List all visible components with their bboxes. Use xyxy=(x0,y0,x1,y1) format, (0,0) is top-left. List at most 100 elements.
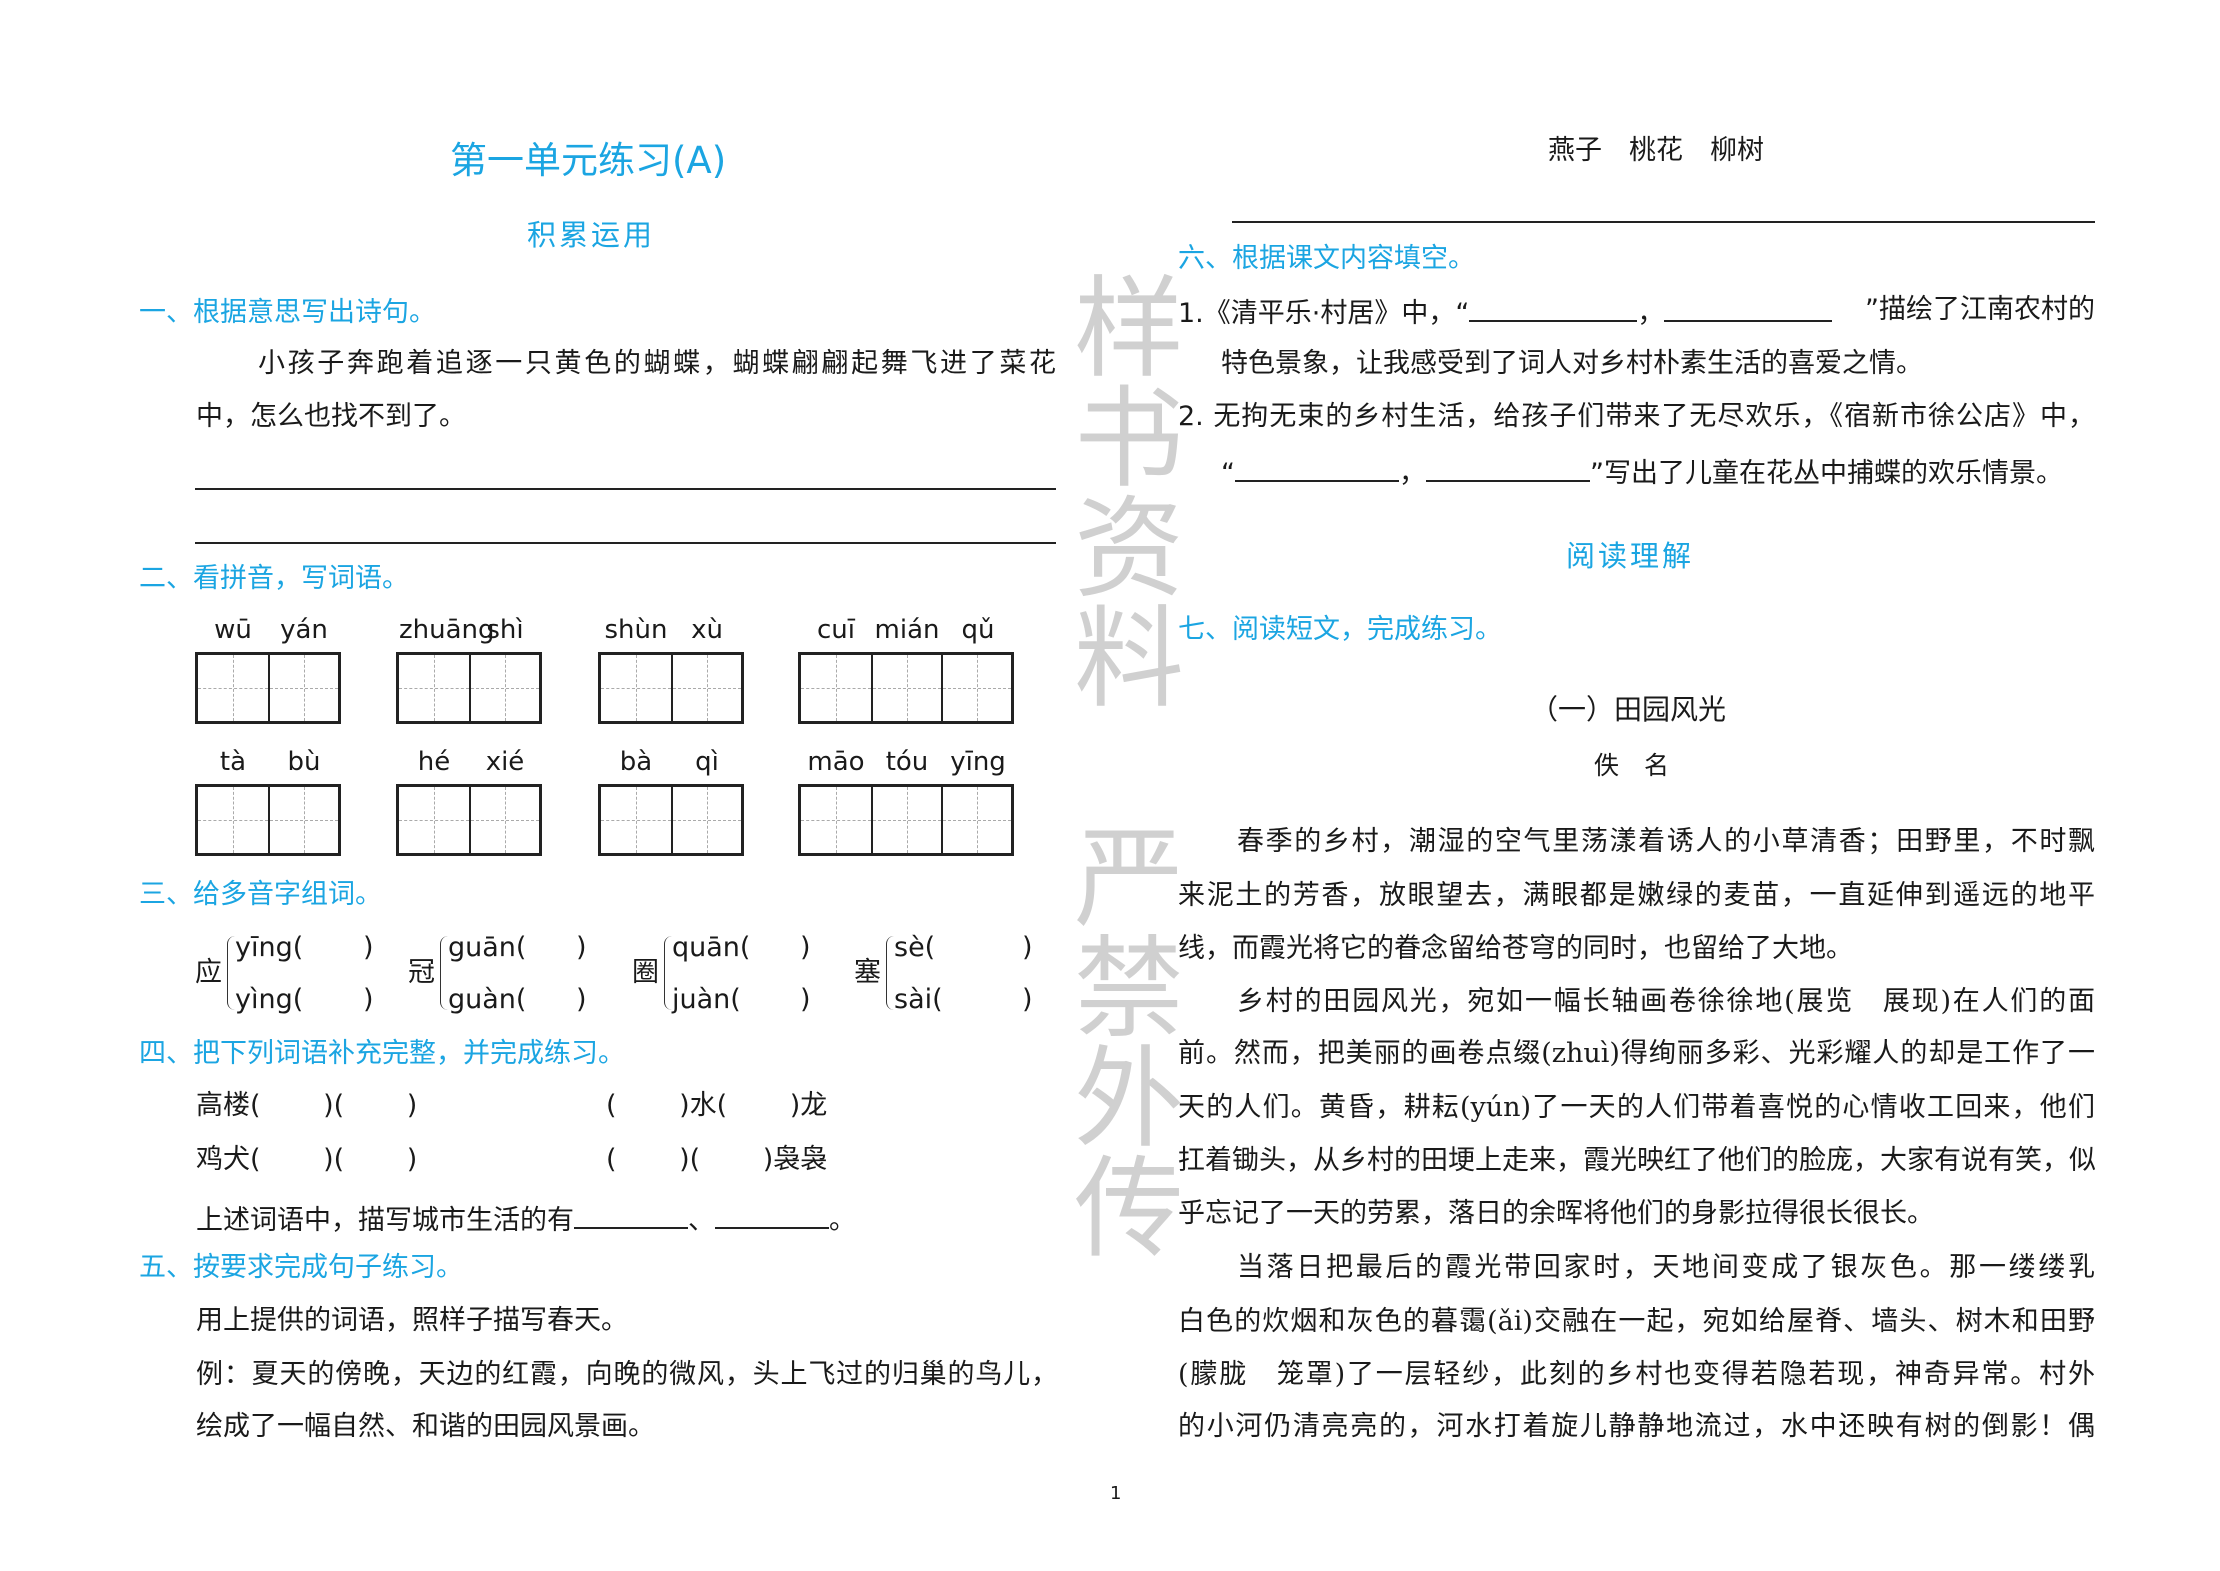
question-5-instruction: 用上提供的词语，照样子描写春天。 xyxy=(196,1305,628,1336)
close-paren: ) xyxy=(363,984,374,1015)
separator: 、 xyxy=(688,1205,715,1236)
question-6-item-1-cont: 特色景象，让我感受到了词人对乡村朴素生活的喜爱之情。 xyxy=(1221,348,1923,379)
question-4-fill: 上述词语中，描写城市生活的有 、 。 xyxy=(196,1197,856,1241)
character-box[interactable] xyxy=(801,655,871,721)
passage-line: 天的人们。黄昏，耕耘(yún)了一天的人们带着喜悦的心情收工回来，他们 xyxy=(1178,1092,2095,1123)
character-box[interactable] xyxy=(941,787,1011,853)
passage-line: 当落日把最后的霞光带回家时，天地间变成了银灰色。那一缕缕乳 xyxy=(1237,1252,2095,1283)
answer-blank[interactable] xyxy=(1664,290,1833,322)
pinyin-label: mián xyxy=(874,615,940,645)
pinyin-label: xié xyxy=(485,747,525,777)
character-box[interactable] xyxy=(601,655,671,721)
question-6-item-1: 1.《清平乐·村居》中，“，”描绘了江南农村的 xyxy=(1178,290,2095,334)
character-box[interactable] xyxy=(268,655,338,721)
close-paren: ) xyxy=(800,932,811,963)
pinyin-label: qì xyxy=(695,747,719,777)
passage-line: (朦胧 笼罩)了一层轻纱，此刻的乡村也变得若隐若现，神奇异常。村外 xyxy=(1178,1359,2095,1390)
pinyin-label: shùn xyxy=(604,615,668,645)
character-box-group[interactable] xyxy=(798,784,1014,856)
pinyin-label: māo xyxy=(807,747,865,777)
character-box[interactable] xyxy=(198,787,268,853)
question-6-heading: 六、根据课文内容填空。 xyxy=(1178,243,1475,274)
brace-icon xyxy=(664,936,673,1010)
passage-line: 乡村的田园风光，宛如一幅长轴画卷徐徐地(展览 展现)在人们的面 xyxy=(1237,986,2095,1017)
character-box-group[interactable] xyxy=(598,652,744,724)
question-4-prompt: 上述词语中，描写城市生活的有 xyxy=(196,1205,574,1236)
passage-line: 乎忘记了一天的劳累，落日的余晖将他们的身影拉得很长很长。 xyxy=(1178,1198,1934,1229)
section-title-reading: 阅读理解 xyxy=(1566,539,1695,573)
pinyin-reading[interactable]: guàn( xyxy=(448,984,527,1015)
passage-line: 春季的乡村，潮湿的空气里荡漾着诱人的小草清香；田野里，不时飘 xyxy=(1237,826,2095,857)
character-box[interactable] xyxy=(801,787,871,853)
idiom-blank[interactable]: 鸡犬( )( ) xyxy=(196,1144,418,1175)
character-box-group[interactable] xyxy=(195,652,341,724)
pinyin-reading[interactable]: guān( xyxy=(448,932,527,963)
pinyin-reading[interactable]: sài( xyxy=(894,984,943,1015)
answer-blank[interactable] xyxy=(1469,290,1638,322)
idiom-blank[interactable]: ( )( )袅袅 xyxy=(606,1144,828,1175)
pinyin-label: hé xyxy=(417,747,451,777)
character-box[interactable] xyxy=(871,655,941,721)
character-box-group[interactable] xyxy=(798,652,1014,724)
passage-line: 白色的炊烟和灰色的暮霭(ǎi)交融在一起，宛如给屋脊、墙头、树木和田野 xyxy=(1178,1306,2095,1337)
period: 。 xyxy=(829,1205,856,1236)
character-box[interactable] xyxy=(469,655,539,721)
character-box[interactable] xyxy=(671,655,741,721)
comma: ， xyxy=(1399,458,1426,489)
close-paren: ) xyxy=(800,984,811,1015)
polyphonic-character: 塞 xyxy=(854,957,881,988)
brace-icon xyxy=(227,936,236,1010)
answer-blank[interactable] xyxy=(715,1197,829,1229)
answer-blank[interactable] xyxy=(1235,450,1399,482)
polyphonic-character: 冠 xyxy=(408,957,435,988)
close-paren: ) xyxy=(1022,932,1033,963)
character-box[interactable] xyxy=(469,787,539,853)
pinyin-reading[interactable]: yīng( xyxy=(235,932,304,963)
answer-line[interactable] xyxy=(1232,221,2095,223)
pinyin-label: xù xyxy=(691,615,723,645)
question-1-text: 中，怎么也找不到了。 xyxy=(196,401,466,432)
pinyin-reading[interactable]: sè( xyxy=(894,932,936,963)
pinyin-label: qǔ xyxy=(961,615,995,645)
pinyin-reading[interactable]: yìng( xyxy=(235,984,304,1015)
question-3-heading: 三、给多音字组词。 xyxy=(139,879,382,910)
character-box[interactable] xyxy=(671,787,741,853)
pinyin-reading[interactable]: quān( xyxy=(672,932,751,963)
close-paren: ) xyxy=(363,932,374,963)
character-box-group[interactable] xyxy=(598,784,744,856)
character-box[interactable] xyxy=(399,787,469,853)
question-6-item-2: 2. 无拘无束的乡村生活，给孩子们带来了无尽欢乐，《宿新市徐公店》中， xyxy=(1178,401,2095,432)
question-5-heading: 五、按要求完成句子练习。 xyxy=(139,1252,463,1283)
q6-2-text: ”写出了儿童在花丛中捕蝶的欢乐情景。 xyxy=(1590,458,2063,489)
q6-1-text: ”描绘了江南农村的 xyxy=(1865,294,2095,325)
pinyin-label: bà xyxy=(619,747,653,777)
pinyin-reading[interactable]: juàn( xyxy=(672,984,741,1015)
pinyin-label: bù xyxy=(287,747,321,777)
idiom-blank[interactable]: 高楼( )( ) xyxy=(196,1090,418,1121)
character-box-group[interactable] xyxy=(396,784,542,856)
character-box[interactable] xyxy=(268,787,338,853)
character-box-group[interactable] xyxy=(396,652,542,724)
answer-blank[interactable] xyxy=(574,1197,688,1229)
page-number: 1 xyxy=(1110,1483,1122,1504)
character-box-group[interactable] xyxy=(195,784,341,856)
pinyin-label: tà xyxy=(219,747,247,777)
character-box[interactable] xyxy=(941,655,1011,721)
answer-line[interactable] xyxy=(195,488,1056,490)
character-box[interactable] xyxy=(871,787,941,853)
question-7-heading: 七、阅读短文，完成练习。 xyxy=(1178,614,1502,645)
idiom-blank[interactable]: ( )水( )龙 xyxy=(606,1090,828,1121)
question-5-example: 例：夏天的傍晚，天边的红霞，向晚的微风，头上飞过的归巢的鸟儿， xyxy=(196,1359,1058,1390)
character-box[interactable] xyxy=(198,655,268,721)
answer-blank[interactable] xyxy=(1426,450,1590,482)
passage-line: 的小河仍清亮亮的，河水打着旋儿静静地流过，水中还映有树的倒影！偶 xyxy=(1178,1411,2095,1442)
provided-words: 燕子 桃花 柳树 xyxy=(1548,135,1764,166)
answer-line[interactable] xyxy=(195,542,1056,544)
polyphonic-character: 应 xyxy=(195,957,222,988)
question-1-heading: 一、根据意思写出诗句。 xyxy=(139,297,436,328)
character-box[interactable] xyxy=(601,787,671,853)
close-paren: ) xyxy=(576,932,587,963)
pinyin-label: zhuāng xyxy=(399,615,495,645)
pinyin-label: yán xyxy=(280,615,328,645)
character-box[interactable] xyxy=(399,655,469,721)
